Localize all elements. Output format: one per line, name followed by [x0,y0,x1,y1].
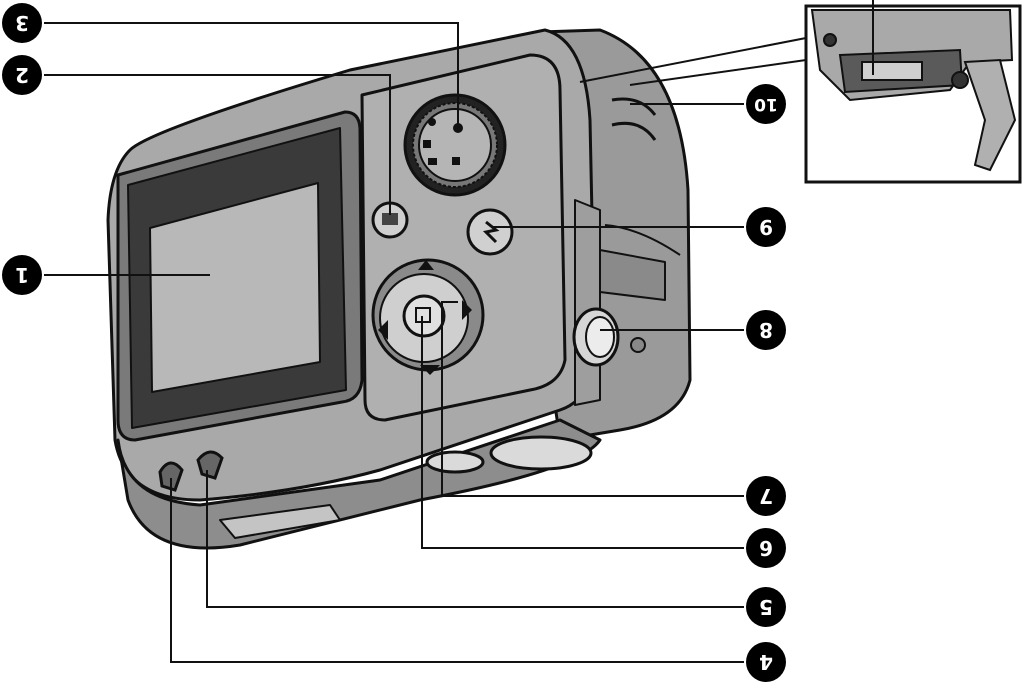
svg-text:7: 7 [759,484,773,508]
callout-badge-1: 1 [2,255,42,295]
inset-pointer-bottom [629,59,807,86]
svg-text:5: 5 [759,595,773,619]
callout-badge-10: 10 [746,84,786,124]
svg-text:4: 4 [759,650,773,674]
leader-line-2 [44,74,391,215]
svg-text:1: 1 [15,263,29,287]
callout-badge-7: 7 [746,476,786,516]
callout-badge-3: 3 [2,3,42,43]
battery-cover-inset [804,4,1022,184]
callout-badge-9: 9 [746,207,786,247]
svg-text:10: 10 [754,94,778,114]
ok-button[interactable] [402,294,446,338]
leader-line-5 [206,470,744,608]
strap-eyelet-left [158,461,184,492]
lcd-screen [116,110,364,442]
svg-text:9: 9 [759,215,773,239]
leader-line-4 [170,478,744,663]
svg-text:8: 8 [759,318,773,342]
mode-dial[interactable] [403,93,507,197]
callout-badge-4: 4 [746,642,786,682]
callout-badges: 1 2 3 4 5 6 7 8 [2,3,786,682]
svg-text:2: 2 [15,63,29,87]
leader-line-7 [441,301,744,497]
callout-badge-6: 6 [746,528,786,568]
shutter-button[interactable] [572,307,646,367]
flash-button[interactable] [466,208,514,256]
leader-line-6 [421,316,744,549]
svg-text:6: 6 [759,536,773,560]
callout-badge-2: 2 [2,55,42,95]
svg-text:3: 3 [15,11,29,35]
leader-lines [44,0,874,663]
inset-pointer-top [579,37,807,83]
strap-eyelet-right [196,450,224,480]
leader-line-3 [44,22,459,128]
callout-badge-5: 5 [746,587,786,627]
callout-badge-8: 8 [746,310,786,350]
